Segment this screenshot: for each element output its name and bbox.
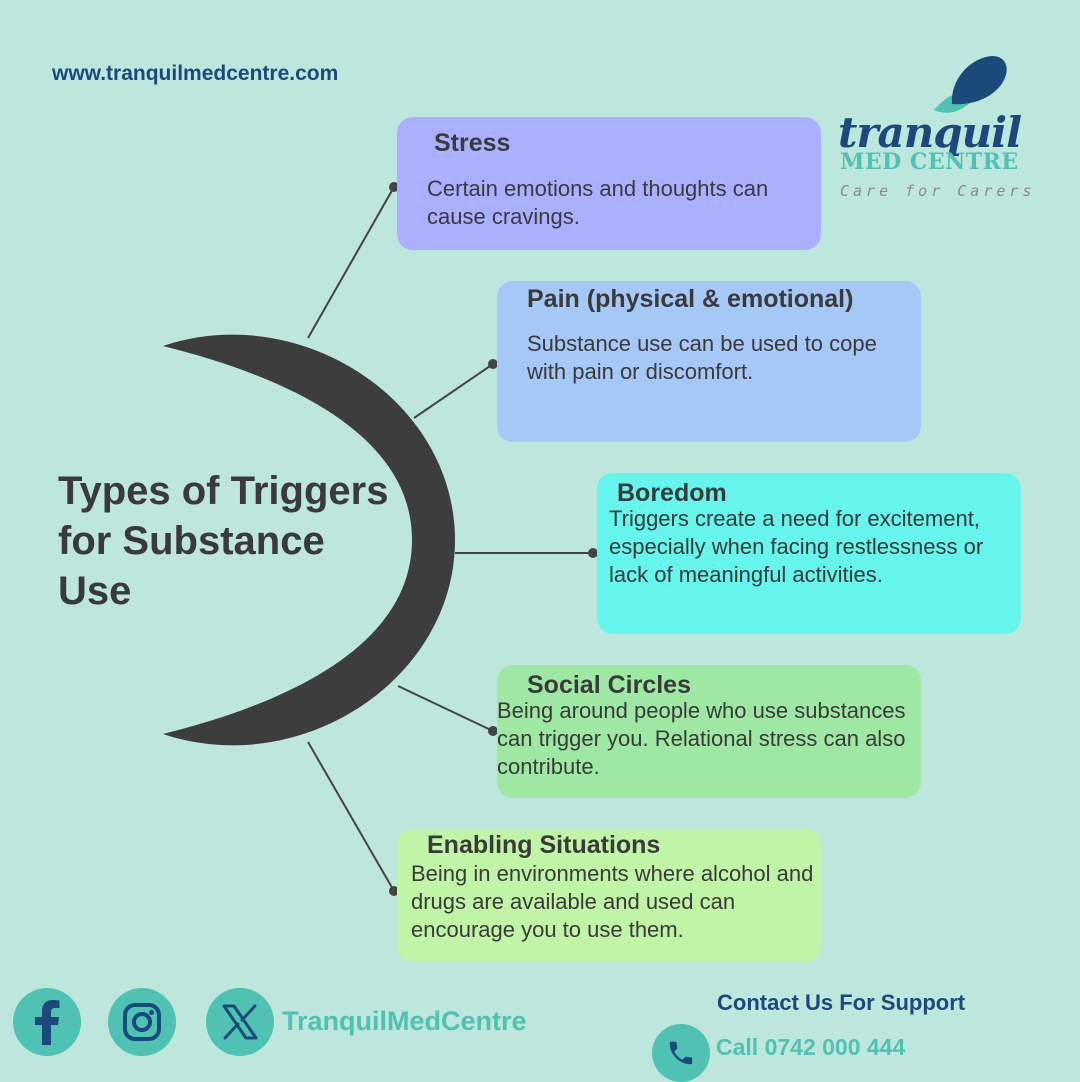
trigger-body: Being in environments where alcohol and … [411,861,814,942]
trigger-title: Enabling Situations [427,831,661,859]
logo-drops-icon [934,56,1007,113]
phone-number[interactable]: Call 0742 000 444 [716,1034,906,1060]
trigger-title: Pain (physical & emotional) [527,285,854,313]
trigger-card-social-circles: Social Circles Being around people who u… [497,665,921,798]
trigger-body: Substance use can be used to cope with p… [527,331,877,384]
trigger-body: Being around people who use substances c… [497,698,906,779]
trigger-body: Certain emotions and thoughts can cause … [427,176,769,229]
trigger-title: Stress [434,129,511,157]
trigger-card-stress: Stress Certain emotions and thoughts can… [397,117,821,250]
trigger-body: Triggers create a need for excitement, e… [609,506,984,587]
main-title: Types of Triggers for Substance Use [58,469,389,613]
instagram-icon [123,1003,161,1041]
connector-stress [307,186,395,339]
logo-subtitle: MED CENTRE [840,149,1019,175]
trigger-title: Social Circles [527,671,691,699]
connector-pain [413,363,494,419]
connector-enabling [307,741,395,892]
x-button[interactable] [206,988,274,1056]
logo-name: tranquil [838,108,1022,157]
facebook-button[interactable] [13,988,81,1056]
logo-tagline: Care for Carers [840,182,1036,200]
trigger-card-enabling-situations: Enabling Situations Being in environment… [397,829,821,962]
crescent-shape [163,334,455,746]
trigger-card-boredom: Boredom Triggers create a need for excit… [597,473,1021,634]
trigger-title: Boredom [617,479,727,507]
connector-social [397,685,494,732]
social-handle[interactable]: TranquilMedCentre [282,1006,527,1036]
website-url[interactable]: www.tranquilmedcentre.com [52,62,339,85]
x-icon [222,1004,258,1040]
instagram-button[interactable] [108,988,176,1056]
facebook-icon [35,1000,60,1045]
trigger-card-pain: Pain (physical & emotional) Substance us… [497,281,921,442]
contact-heading: Contact Us For Support [717,990,966,1015]
phone-button[interactable] [652,1024,710,1082]
phone-icon [669,1041,693,1065]
